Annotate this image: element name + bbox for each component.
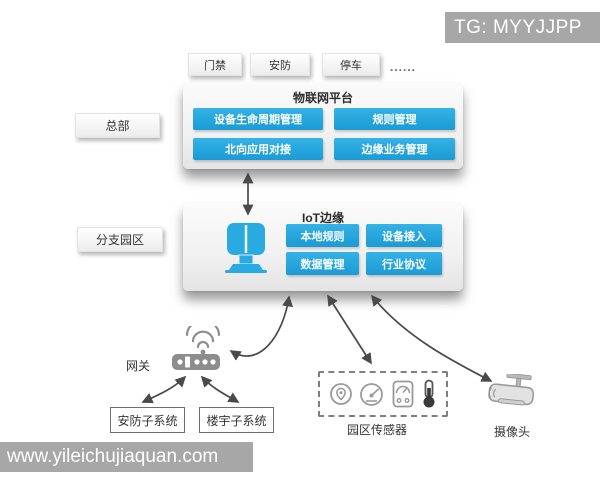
more-apps-ellipsis: ...... [390,60,417,74]
security-subsystem-box: 安防子系统 [110,407,185,433]
arrow-gateway-building-subsystem [200,375,240,403]
location-sensor-icon [330,383,353,405]
building-subsystem-box: 楼宇子系统 [199,407,274,433]
label-branch-campus: 分支园区 [77,227,163,252]
router-icon [172,350,220,370]
edge-module-device-access: 设备接入 [366,224,442,247]
edge-device-icon [225,223,267,273]
app-box-security: 安防 [250,53,310,76]
gauge-sensor-icon [360,382,384,406]
arrow-gateway-edge [229,295,294,361]
campus-sensors-label: 园区传感器 [347,423,408,437]
wifi-icon [185,326,221,355]
gateway-label: 网关 [126,359,151,373]
campus-sensors-box [318,371,448,417]
edge-module-data-management: 数据管理 [286,252,359,275]
platform-module-device-lifecycle: 设备生命周期管理 [193,108,323,130]
watermark-top-right: TG: MYYJJPP [445,12,600,43]
thermometer-sensor-icon [423,379,435,408]
camera-label: 摄像头 [494,425,531,439]
meter-sensor-icon [392,380,414,408]
app-box-parking: 停车 [322,53,380,76]
platform-module-rule-management: 规则管理 [334,108,455,130]
label-headquarters: 总部 [75,113,160,138]
edge-module-industry-protocol: 行业协议 [366,252,442,275]
arrow-edge-camera [370,294,493,382]
edge-module-local-rules: 本地规则 [286,224,359,247]
platform-module-northbound-app: 北向应用对接 [193,138,323,160]
arrow-gateway-security-subsystem [141,375,187,404]
arrow-edge-sensors [327,294,372,365]
watermark-bottom-left: www.yileichujiaquan.com [0,442,253,472]
platform-module-edge-business: 边缘业务管理 [334,138,455,160]
app-box-access-control: 门禁 [188,53,242,76]
cctv-camera-icon [488,374,535,406]
iot-edge-title: IoT边缘 [302,211,344,225]
iot-platform-title: 物联网平台 [292,91,353,105]
